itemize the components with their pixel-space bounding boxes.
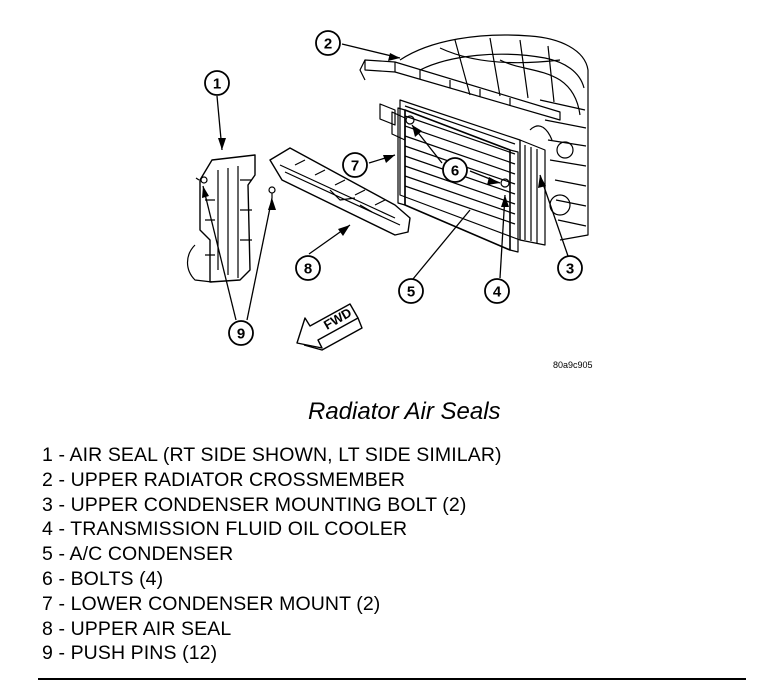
legend-item: 1 - AIR SEAL (RT SIDE SHOWN, LT SIDE SIM…	[42, 444, 502, 466]
bottom-rule	[38, 678, 746, 680]
legend-item: 5 - A/C CONDENSER	[42, 543, 234, 566]
callout-1: 1	[213, 76, 221, 93]
engine-compartment	[399, 34, 589, 241]
callout-9: 9	[237, 326, 245, 343]
arrowheads	[202, 53, 546, 236]
transmission-oil-cooler	[519, 125, 553, 246]
legend-item: 9 - PUSH PINS (12)	[42, 642, 218, 665]
radiator-air-seals-diagram: 1 2 3 4 5 6 7 8 9 FWD 80a9c905	[186, 30, 593, 370]
legend-item: 6 - BOLTS (4)	[42, 567, 164, 590]
legend-item: 3 - UPPER CONDENSER MOUNTING BOLT (2)	[42, 493, 467, 516]
callout-2: 2	[324, 36, 332, 53]
figure-id: 80a9c905	[553, 360, 593, 370]
leader-lines	[202, 43, 569, 321]
callout-8: 8	[304, 261, 312, 278]
upper-radiator-crossmember	[359, 59, 561, 121]
legend-item: 2 - UPPER RADIATOR CROSSMEMBER	[42, 468, 406, 491]
upper-air-seal	[269, 147, 411, 236]
side-air-seal	[186, 154, 256, 283]
fwd-arrow	[296, 303, 363, 351]
parts-legend: 1 - AIR SEAL (RT SIDE SHOWN, LT SIDE SIM…	[42, 443, 502, 666]
callout-4: 4	[493, 284, 502, 301]
ac-condenser	[397, 107, 519, 253]
legend-item: 4 - TRANSMISSION FLUID OIL COOLER	[42, 518, 408, 541]
callout-6: 6	[451, 163, 459, 180]
callout-7: 7	[351, 158, 359, 175]
callout-3: 3	[566, 261, 574, 278]
bolts	[405, 115, 510, 188]
callout-5: 5	[407, 284, 415, 301]
legend-item: 7 - LOWER CONDENSER MOUNT (2)	[42, 592, 381, 615]
callout-circles	[204, 30, 583, 346]
push-pins	[195, 176, 276, 198]
lower-condenser-mount	[379, 103, 406, 141]
diagram-title: Radiator Air Seals	[308, 398, 501, 425]
legend-item: 8 - UPPER AIR SEAL	[42, 617, 232, 640]
